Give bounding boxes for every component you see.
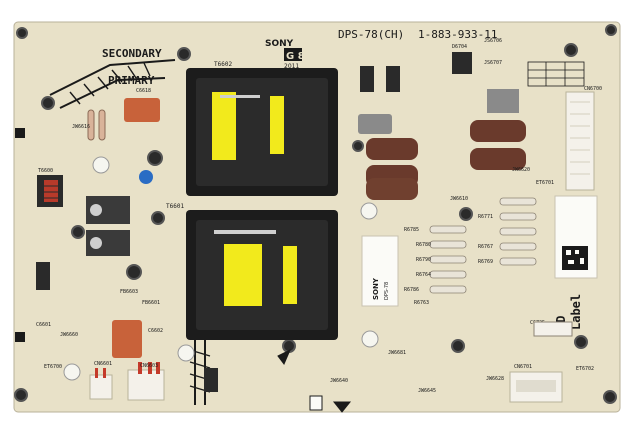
mounting-hole — [177, 47, 191, 61]
sticker-model: DPS-78 — [384, 282, 390, 300]
power-transistor — [86, 196, 130, 256]
transformer-t6601: T6601 — [166, 203, 338, 340]
film-capacitor-c6618: C6618 — [124, 88, 160, 122]
silkscreen-arrows — [277, 348, 352, 413]
ref-r6790: R6790 — [416, 257, 431, 263]
white-disk — [360, 202, 378, 220]
ref-cn6601: CN6601 — [94, 361, 112, 367]
ref-et6702: ET6702 — [576, 366, 594, 372]
mounting-hole — [41, 96, 55, 110]
isolation-boundary — [49, 59, 206, 405]
ref-r6786: R6786 — [404, 287, 419, 293]
jumper-table — [527, 61, 585, 87]
mounting-hole — [147, 150, 163, 166]
ref-cn6700: CN6700 — [584, 86, 602, 92]
ref-jw6616: JW6616 — [72, 124, 90, 130]
ref-c6618: C6618 — [136, 88, 151, 94]
mounting-hole — [603, 390, 617, 404]
rating-sticker: SONY DPS-78 — [361, 235, 399, 307]
white-disk — [361, 330, 379, 348]
grey-block — [487, 89, 519, 113]
sticker-brand: SONY — [372, 277, 380, 300]
grade-mark: G 8 — [286, 51, 305, 62]
ref-jw6640: JW6640 — [330, 378, 348, 384]
ferrite-core — [224, 244, 262, 306]
mounting-hole — [574, 335, 588, 349]
ref-jw6610: JW6610 — [450, 196, 468, 202]
ref-js6706: JS6706 — [484, 38, 502, 44]
two-d-label-sticker — [554, 195, 598, 279]
ref-et6700: ET6700 — [44, 364, 62, 370]
ref-jw6628: JW6628 — [486, 376, 504, 382]
component-c6725-body — [533, 321, 573, 337]
ref-d6704: D6704 — [452, 44, 467, 50]
mounting-hole — [14, 388, 28, 402]
blue-capacitor — [139, 170, 153, 184]
ref-r6785: R6785 — [404, 227, 419, 233]
ref-fb6601: FB6601 — [142, 300, 160, 306]
connector-cn6701: CN6701 — [509, 364, 563, 403]
ref-t6602: T6602 — [214, 61, 232, 68]
white-disk — [63, 363, 81, 381]
ferrite-core — [283, 246, 297, 304]
ref-jw6660: JW6660 — [60, 332, 78, 338]
ref-r6780: R6780 — [416, 242, 431, 248]
ref-jw6645: JW6645 — [418, 388, 436, 394]
ref-js6707: JS6707 — [484, 60, 502, 66]
mounting-hole — [605, 24, 617, 36]
mounting-hole — [459, 207, 473, 221]
grade-badge — [284, 48, 302, 61]
brand-logo-text: SONY — [265, 39, 294, 49]
ref-r6767: R6767 — [478, 244, 493, 250]
ref-t6601: T6601 — [166, 203, 184, 210]
connector-cn6700: CN6700 — [565, 86, 602, 191]
zone-label-secondary: SECONDARY — [102, 47, 162, 60]
film-capacitor-c6602 — [112, 320, 142, 358]
mounting-hole — [352, 140, 364, 152]
transformer-t6602: T6602 — [186, 61, 338, 196]
choke-t6600: T6600 — [37, 168, 63, 207]
mounting-hole — [451, 339, 465, 353]
edge-marker — [15, 332, 25, 342]
ref-t6600: T6600 — [38, 168, 53, 174]
ferrite-core — [212, 92, 236, 160]
label-word: Label — [569, 294, 583, 330]
ref-r6763: R6763 — [414, 300, 429, 306]
mounting-hole — [71, 225, 85, 239]
ref-c6602: C6602 — [148, 328, 163, 334]
year-mark: 2011 — [284, 63, 299, 70]
mounting-hole — [126, 264, 142, 280]
diode-group — [360, 52, 472, 92]
edge-marker — [15, 128, 25, 138]
fuse-holder — [204, 368, 218, 392]
mounting-hole — [151, 211, 165, 225]
part-number: 1-883-933-11 — [418, 28, 497, 41]
connector-small: CN6601 — [89, 361, 113, 400]
ref-r6771: R6771 — [478, 214, 493, 220]
resistor-bank — [429, 197, 537, 294]
ref-fb6603: FB6603 — [120, 289, 138, 295]
resistor-group — [87, 109, 106, 141]
ref-cn6603: CN6603 — [140, 363, 158, 369]
ref-jw6620: JW6620 — [512, 167, 530, 173]
ref-cn6701: CN6701 — [514, 364, 532, 370]
mounting-hole — [16, 27, 28, 39]
ferrite-core — [270, 96, 284, 154]
ref-c6601: C6601 — [36, 322, 51, 328]
electrolytic-capacitor-group — [358, 114, 526, 200]
mounting-holes — [14, 24, 617, 404]
ref-jw6681: JW6681 — [388, 350, 406, 356]
part-name: DPS-78(CH) — [338, 28, 404, 41]
ref-r6764: R6764 — [416, 272, 431, 278]
connector-cn6601: CN6603 — [127, 362, 165, 401]
ref-r6769: R6769 — [478, 259, 493, 265]
white-disk — [177, 344, 195, 362]
relay — [36, 262, 50, 290]
mounting-hole — [564, 43, 578, 57]
white-disk — [92, 156, 110, 174]
zone-label-primary: PRIMARY — [108, 74, 155, 87]
ref-et6701: ET6701 — [536, 180, 554, 186]
